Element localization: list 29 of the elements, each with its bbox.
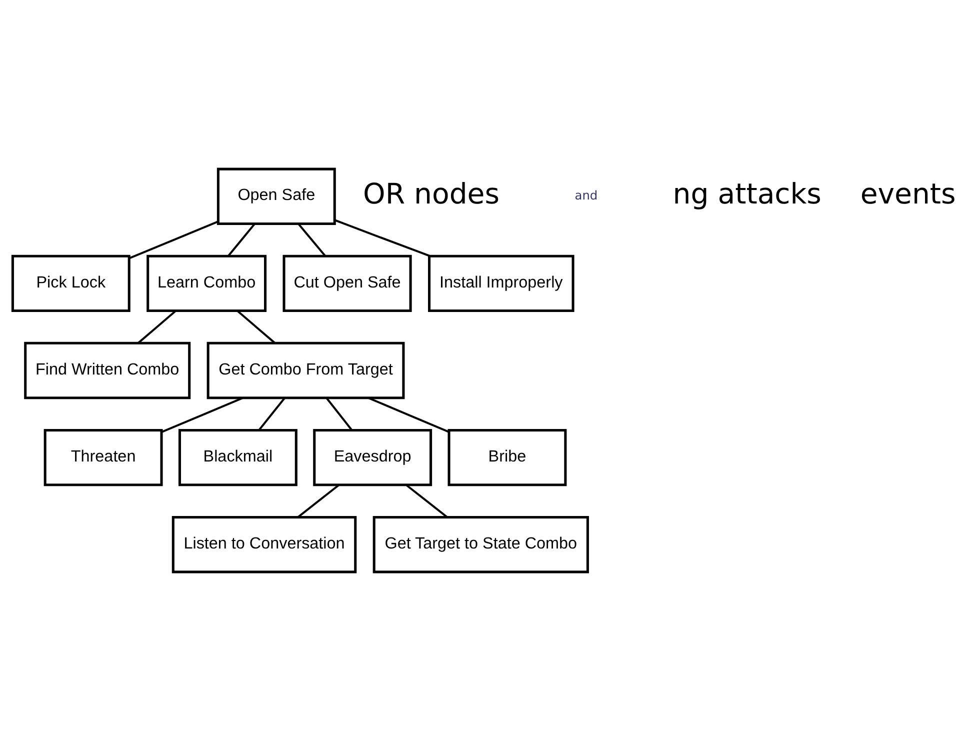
connector [298, 223, 326, 257]
node-box: Get Combo From Target [206, 342, 405, 400]
node-box: Bribe [448, 428, 567, 486]
connector [326, 397, 353, 431]
connector [129, 220, 218, 260]
connector [138, 310, 176, 344]
connector [258, 397, 286, 431]
label: and [574, 188, 598, 203]
node-box: Pick Lock [11, 254, 130, 312]
node-box: Get Target to State Combo [372, 516, 589, 574]
node-box: Open Safe [216, 168, 336, 225]
node-box: Blackmail [178, 428, 298, 486]
connector [161, 396, 244, 434]
connector [406, 484, 448, 518]
node-box: Threaten [44, 428, 163, 486]
connector [297, 484, 340, 518]
label: events [860, 177, 956, 210]
connector [368, 396, 450, 433]
label: OR nodes [363, 177, 500, 210]
label: ng attacks [672, 177, 822, 210]
node-box: Learn Combo [146, 254, 267, 312]
node-box: Listen to Conversation [172, 516, 357, 574]
node-box: Cut Open Safe [282, 254, 412, 312]
node-box: Find Written Combo [24, 342, 191, 400]
node-box: Install Improperly [428, 254, 574, 312]
connector [227, 223, 256, 257]
node-box: Eavesdrop [313, 428, 432, 486]
connector [334, 219, 430, 257]
connector [236, 310, 276, 344]
